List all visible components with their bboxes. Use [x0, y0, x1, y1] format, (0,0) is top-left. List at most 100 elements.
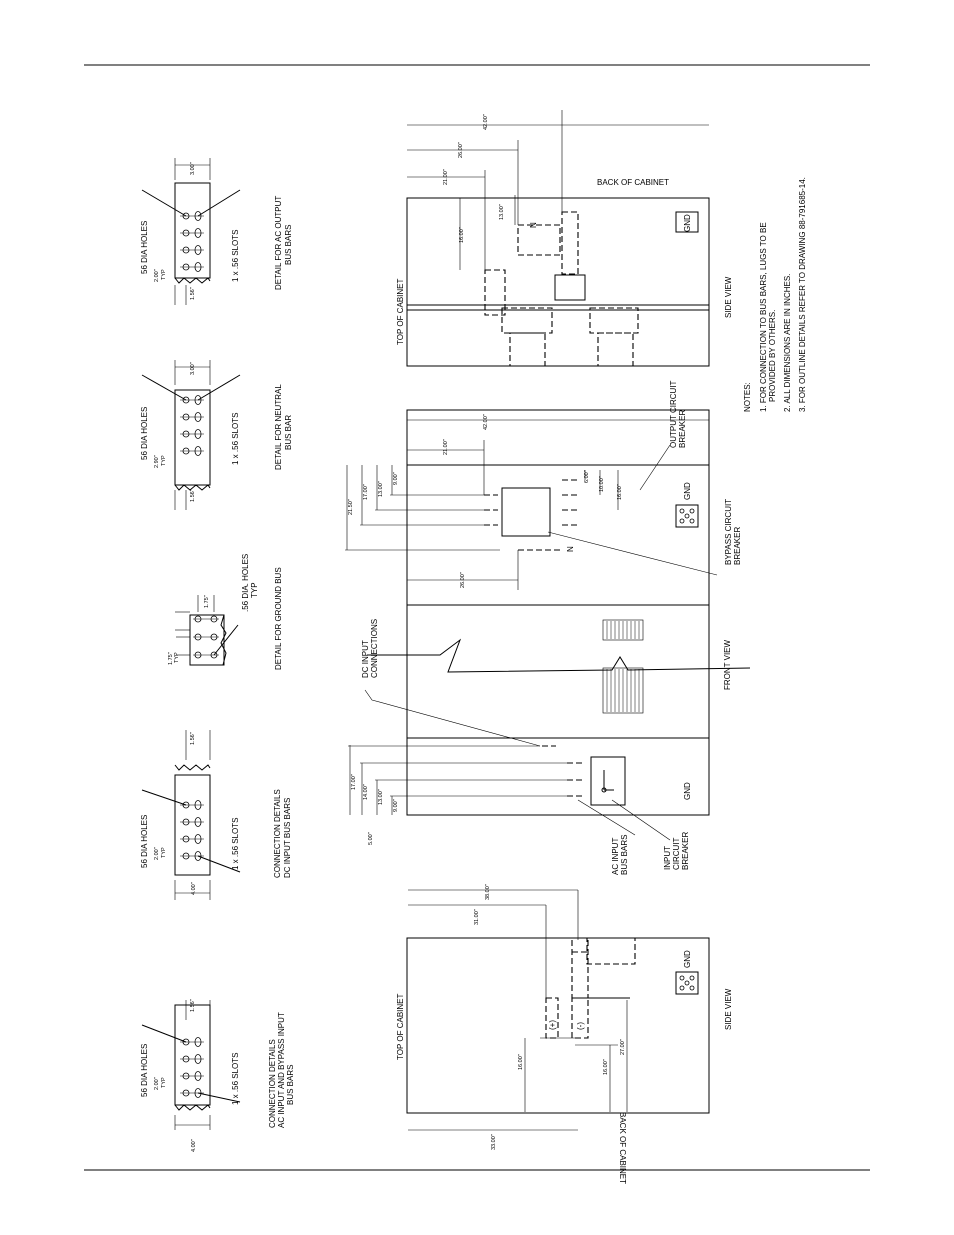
note-1a: 1. FOR CONNECTION TO BUS BARS, LUGS TO B…	[759, 222, 768, 412]
rsv-gnd: GND	[683, 214, 692, 232]
detail-1-slots: 1 x .56 SLOTS	[231, 1053, 240, 1105]
fv-gnd-2: GND	[683, 782, 692, 800]
fv-input-breaker-1: INPUT	[663, 846, 672, 870]
fv-ac-input: AC INPUT BUS BARS	[611, 835, 629, 875]
notes: NOTES: 1. FOR CONNECTION TO BUS BARS, LU…	[743, 177, 807, 412]
detail-4-holes: 56 DIA HOLES	[140, 407, 149, 460]
caption-4-line-2: BUS BAR	[284, 415, 293, 450]
note-3: 3. FOR OUTLINE DETAILS REFER TO DRAWING …	[798, 177, 807, 412]
detail-4-width: 1.56"	[190, 489, 196, 502]
lsv-dim-16b: 16.00"	[603, 1059, 609, 1075]
detail-5-holes: 56 DIA HOLES	[140, 221, 149, 274]
fv-output-breaker: OUTPUT CIRCUIT BREAKER	[669, 380, 687, 448]
caption-detail-5: DETAIL FOR AC OUTPUT BUS BARS	[274, 196, 293, 290]
caption-detail-1: CONNECTION DETAILS AC INPUT AND BYPASS I…	[268, 1012, 295, 1128]
caption-1-line-1: CONNECTION DETAILS	[268, 1039, 277, 1128]
detail-neutral-bus	[141, 360, 241, 510]
fv-dim-17: 17.00"	[351, 774, 357, 790]
rsv-dim-13: 13.00"	[499, 204, 505, 220]
lsv-dim-27: 27.00"	[620, 1039, 626, 1055]
fv-dim-5: 5.00"	[368, 832, 374, 845]
rsv-top-of-cabinet: TOP OF CABINET	[396, 279, 405, 345]
lsv-minus: (-)	[576, 1022, 585, 1030]
fv-dim-13: 13.00"	[378, 789, 384, 805]
fv-dim-42: 42.00"	[483, 414, 489, 430]
fv-bypass-breaker-2: BREAKER	[733, 527, 742, 565]
detail-3-w2-typ: TYP	[174, 652, 180, 663]
detail-1-gap: 1.56"	[190, 999, 196, 1012]
detail-2-typ: 2.00"	[154, 847, 160, 860]
detail-1-typ-2: TYP	[161, 1077, 167, 1088]
rsv-dim-42: 42.00"	[483, 114, 489, 130]
detail-ac-output-bus	[141, 158, 241, 305]
fv-dim-16: 16.00"	[617, 484, 623, 500]
fv-dc-input-1: DC INPUT	[361, 640, 370, 678]
detail-5-gap: 3.00"	[190, 162, 196, 175]
rsv-dim-26: 26.00"	[458, 142, 464, 158]
fv-input-breaker: INPUT CIRCUIT BREAKER	[663, 832, 690, 870]
caption-2-line-2: DC INPUT BUS BARS	[283, 798, 292, 878]
fv-output-breaker-2: BREAKER	[678, 410, 687, 448]
fv-bypass-breaker: BYPASS CIRCUIT BREAKER	[724, 499, 742, 565]
notes-heading: NOTES:	[743, 382, 752, 412]
lsv-dim-33: 33.00"	[491, 1134, 497, 1150]
detail-3-typ: TYP	[250, 582, 259, 598]
note-1b: PROVIDED BY OTHERS.	[768, 310, 777, 402]
detail-ac-bypass-bus	[141, 1000, 241, 1130]
fv-ac-input-2: BUS BARS	[620, 835, 629, 875]
caption-5-line-1: DETAIL FOR AC OUTPUT	[274, 196, 283, 290]
rsv-back-of-cabinet: BACK OF CABINET	[597, 178, 669, 187]
lsv-dim-16a: 16.00"	[518, 1054, 524, 1070]
detail-5-typ-2: TYP	[161, 269, 167, 280]
detail-2-gap: 1.56"	[190, 732, 196, 745]
caption-detail-3: DETAIL FOR GROUND BUS	[274, 567, 283, 670]
fv-dim-21: 21.00"	[443, 439, 449, 455]
caption-1-line-2: AC INPUT AND BYPASS INPUT	[277, 1012, 286, 1128]
detail-1-width: 4.00"	[191, 1139, 197, 1152]
rsv-side-view: SIDE VIEW	[724, 276, 733, 318]
lsv-side-view: SIDE VIEW	[724, 988, 733, 1030]
detail-5-slots: 1 x .56 SLOTS	[231, 230, 240, 282]
lsv-plus: (+)	[548, 1020, 557, 1030]
fv-front-view: FRONT VIEW	[723, 639, 732, 690]
detail-2-holes: 56 DIA HOLES	[140, 815, 149, 868]
detail-3-w2: 1.75"	[168, 652, 174, 665]
lsv-top-of-cabinet: TOP OF CABINET	[396, 994, 405, 1060]
caption-3-line-1: DETAIL FOR GROUND BUS	[274, 567, 283, 670]
detail-4-slots: 1 x .56 SLOTS	[231, 413, 240, 465]
fv-input-breaker-3: BREAKER	[681, 832, 690, 870]
front-view	[345, 409, 751, 841]
fv-dc-input: DC INPUT CONNECTIONS	[361, 619, 379, 678]
caption-detail-2: CONNECTION DETAILS DC INPUT BUS BARS	[273, 789, 292, 878]
lsv-back-of-cabinet: BACK OF CABINET	[618, 1112, 627, 1184]
caption-2-line-1: CONNECTION DETAILS	[273, 789, 282, 878]
detail-4-typ-2: TYP	[161, 455, 167, 466]
rsv-dim-16: 16.00"	[459, 227, 465, 243]
fv-ac-input-1: AC INPUT	[611, 838, 620, 875]
detail-2-typ-2: TYP	[161, 847, 167, 858]
fv-dim-14: 14.00"	[363, 784, 369, 800]
detail-5-width: 1.56"	[190, 287, 196, 300]
detail-5-typ: 2.00"	[154, 269, 160, 282]
detail-4-typ: 2.90"	[154, 455, 160, 468]
fv-dim-21-5: 21.50"	[348, 499, 354, 515]
lsv-dim-38: 38.00"	[485, 884, 491, 900]
detail-dc-input-bus	[141, 730, 241, 900]
fv-gnd-1: GND	[683, 482, 692, 500]
fv-dim-17b: 17.00"	[363, 484, 369, 500]
fv-dim-6: 6.00"	[584, 470, 590, 483]
caption-detail-4: DETAIL FOR NEUTRAL BUS BAR	[274, 384, 293, 470]
detail-2-width: 4.00"	[191, 882, 197, 895]
fv-dc-input-2: CONNECTIONS	[370, 619, 379, 678]
fv-n: N	[566, 546, 575, 552]
fv-dim-9b: 9.00"	[393, 472, 399, 485]
side-view-right	[406, 110, 710, 367]
fv-dim-13b: 13.00"	[378, 481, 384, 497]
fv-dim-10: 10.00"	[599, 476, 605, 492]
detail-4-gap: 3.00"	[190, 362, 196, 375]
rsv-n: N	[529, 222, 538, 228]
fv-output-breaker-1: OUTPUT CIRCUIT	[669, 380, 678, 448]
side-view-left	[406, 889, 710, 1131]
caption-4-line-1: DETAIL FOR NEUTRAL	[274, 384, 283, 470]
